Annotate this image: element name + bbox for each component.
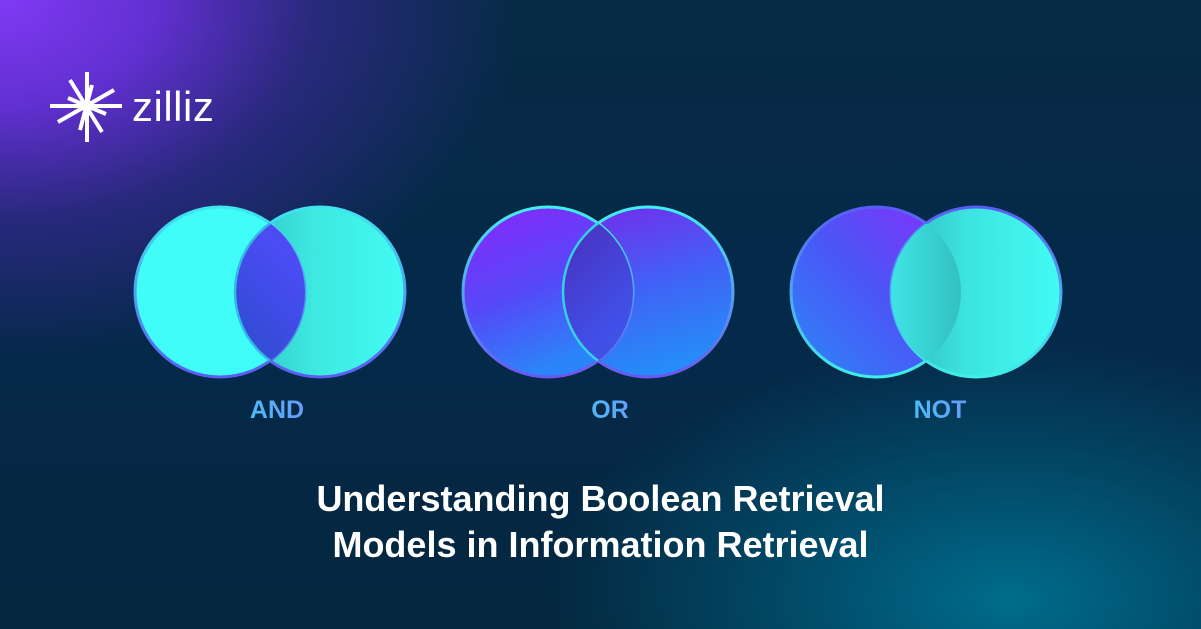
and-label: AND xyxy=(197,396,357,425)
starburst-logo-icon xyxy=(50,70,124,144)
or-label: OR xyxy=(530,396,690,425)
not-label: NOT xyxy=(860,396,1020,425)
venn-and-diagram xyxy=(132,200,412,385)
title-line-2: Models in Information Retrieval xyxy=(332,524,869,565)
title-line-1: Understanding Boolean Retrieval xyxy=(316,478,885,519)
zilliz-logo: zilliz xyxy=(50,70,214,144)
brand-name: zilliz xyxy=(132,83,215,130)
venn-or-diagram xyxy=(460,200,740,385)
venn-not-diagram xyxy=(788,200,1068,385)
page-title: Understanding Boolean Retrieval Models i… xyxy=(0,476,1201,568)
